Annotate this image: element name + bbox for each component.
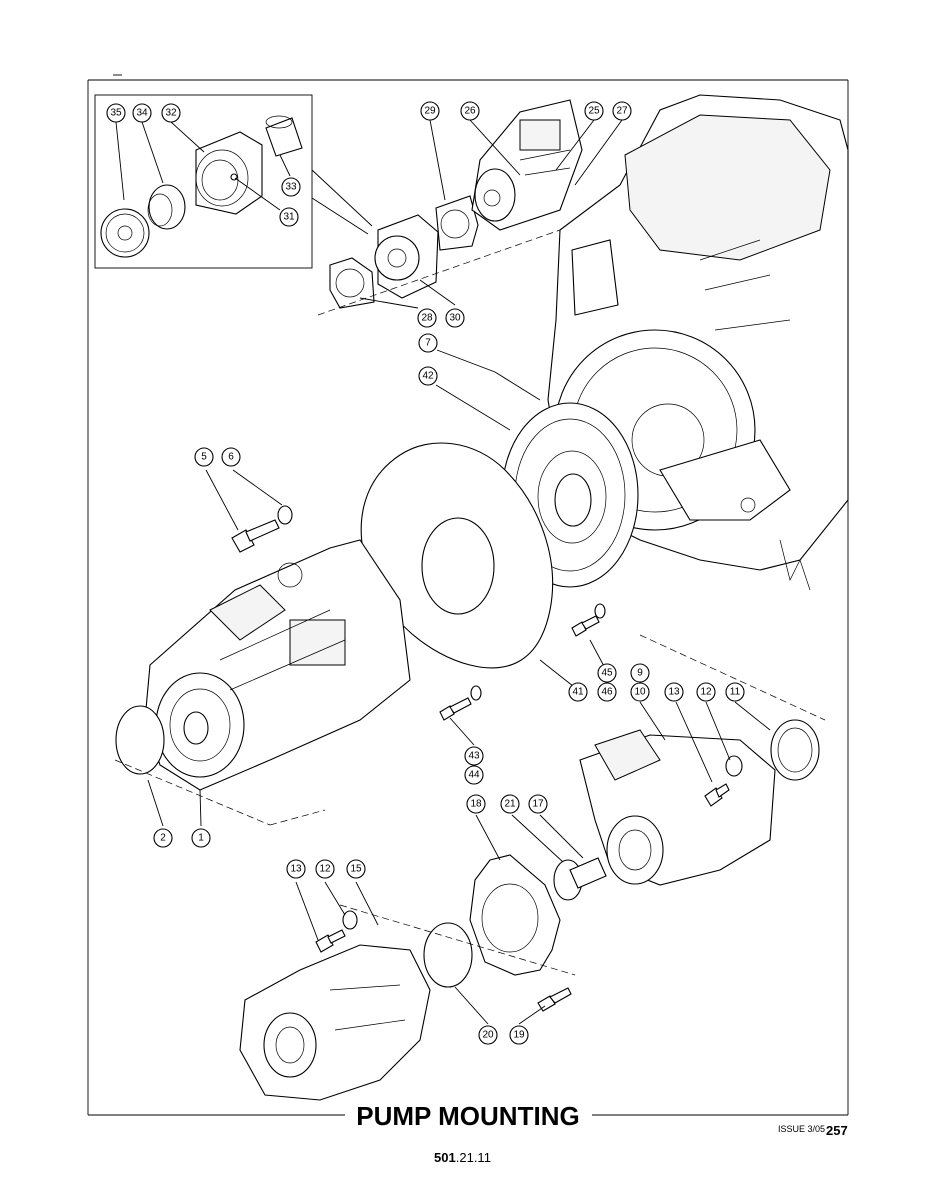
svg-text:15: 15 bbox=[350, 864, 362, 875]
svg-text:1: 1 bbox=[198, 833, 204, 844]
svg-text:44: 44 bbox=[468, 770, 480, 781]
bolt-5-6 bbox=[231, 505, 293, 553]
inset-detail bbox=[94, 94, 373, 269]
callout-43: 43 bbox=[464, 746, 484, 766]
lower-pump bbox=[239, 904, 576, 1101]
svg-text:28: 28 bbox=[421, 313, 433, 324]
svg-text:45: 45 bbox=[601, 668, 613, 679]
callout-28: 28 bbox=[417, 308, 437, 328]
callout-41: 41 bbox=[568, 682, 588, 702]
callout-12-lower: 12 bbox=[315, 859, 335, 879]
callout-30: 30 bbox=[445, 308, 465, 328]
reference-code-bold: 501 bbox=[434, 1150, 456, 1165]
svg-text:2: 2 bbox=[160, 833, 166, 844]
svg-text:42: 42 bbox=[422, 371, 434, 382]
svg-text:5: 5 bbox=[201, 452, 207, 463]
callout-2: 2 bbox=[153, 828, 173, 848]
page-title: PUMP MOUNTING bbox=[356, 1101, 579, 1131]
svg-text:21: 21 bbox=[504, 799, 516, 810]
svg-text:35: 35 bbox=[110, 108, 122, 119]
leader-lines bbox=[115, 119, 771, 1025]
svg-text:41: 41 bbox=[572, 687, 584, 698]
bolt-45-46 bbox=[571, 603, 606, 637]
svg-text:13: 13 bbox=[290, 864, 302, 875]
callout-44: 44 bbox=[464, 765, 484, 785]
callout-5: 5 bbox=[194, 447, 214, 467]
callout-1: 1 bbox=[191, 828, 211, 848]
svg-text:30: 30 bbox=[449, 313, 461, 324]
svg-text:11: 11 bbox=[730, 687, 741, 698]
callout-11: 11 bbox=[725, 682, 745, 702]
callout-15: 15 bbox=[346, 859, 366, 879]
svg-text:25: 25 bbox=[588, 106, 600, 117]
svg-text:17: 17 bbox=[532, 799, 544, 810]
callout-17: 17 bbox=[528, 794, 548, 814]
callout-13: 13 bbox=[664, 682, 684, 702]
callout-7: 7 bbox=[418, 333, 438, 353]
callout-35: 35 bbox=[106, 103, 126, 123]
svg-text:20: 20 bbox=[482, 1030, 494, 1041]
svg-text:27: 27 bbox=[616, 106, 628, 117]
issue-label: ISSUE 3/05 bbox=[778, 1124, 825, 1134]
svg-text:32: 32 bbox=[165, 108, 177, 119]
callout-12: 12 bbox=[696, 682, 716, 702]
gear-pump-9-10 bbox=[579, 634, 826, 886]
auxiliary-pump bbox=[471, 99, 583, 231]
callout-19: 19 bbox=[509, 1025, 529, 1045]
callout-45: 45 bbox=[597, 663, 617, 683]
page-number: 257 bbox=[826, 1123, 848, 1138]
adapter-plate bbox=[360, 442, 554, 669]
svg-text:9: 9 bbox=[637, 668, 643, 679]
callout-46: 46 bbox=[597, 682, 617, 702]
callout-20: 20 bbox=[478, 1025, 498, 1045]
svg-text:12: 12 bbox=[700, 687, 712, 698]
svg-text:13: 13 bbox=[668, 687, 680, 698]
callout-29: 29 bbox=[420, 101, 440, 121]
svg-text:29: 29 bbox=[424, 106, 436, 117]
svg-text:18: 18 bbox=[470, 799, 482, 810]
main-hydraulic-pump bbox=[114, 539, 411, 826]
callout-26: 26 bbox=[460, 101, 480, 121]
callout-34: 34 bbox=[132, 103, 152, 123]
callout-21: 21 bbox=[500, 794, 520, 814]
gear-housing-assembly bbox=[317, 195, 561, 316]
callout-10: 10 bbox=[630, 682, 650, 702]
callout-18: 18 bbox=[466, 794, 486, 814]
svg-text:6: 6 bbox=[228, 452, 234, 463]
callout-31: 31 bbox=[279, 207, 299, 227]
svg-text:43: 43 bbox=[468, 751, 480, 762]
svg-text:46: 46 bbox=[601, 687, 613, 698]
callout-27: 27 bbox=[612, 101, 632, 121]
callout-13-lower: 13 bbox=[286, 859, 306, 879]
callout-33: 33 bbox=[281, 177, 301, 197]
svg-text:19: 19 bbox=[513, 1030, 525, 1041]
callout-9: 9 bbox=[630, 663, 650, 683]
callout-6: 6 bbox=[221, 447, 241, 467]
svg-text:10: 10 bbox=[634, 687, 646, 698]
svg-text:34: 34 bbox=[136, 108, 148, 119]
svg-text:12: 12 bbox=[319, 864, 331, 875]
reference-code: 501.21.11 bbox=[0, 1150, 925, 1165]
callout-42: 42 bbox=[418, 366, 438, 386]
callout-25: 25 bbox=[584, 101, 604, 121]
adapter-flange-18 bbox=[423, 854, 607, 1012]
svg-text:26: 26 bbox=[464, 106, 476, 117]
svg-text:7: 7 bbox=[425, 338, 431, 349]
reference-code-rest: .21.11 bbox=[455, 1150, 491, 1165]
callout-32: 32 bbox=[161, 103, 181, 123]
svg-text:33: 33 bbox=[285, 182, 297, 193]
bolt-43-44 bbox=[439, 685, 482, 721]
svg-text:31: 31 bbox=[283, 212, 295, 223]
